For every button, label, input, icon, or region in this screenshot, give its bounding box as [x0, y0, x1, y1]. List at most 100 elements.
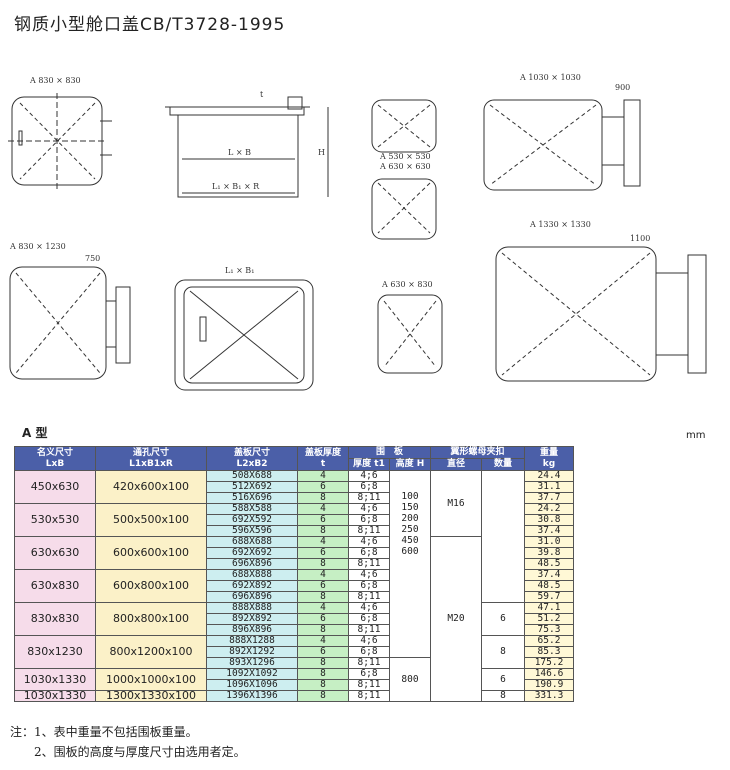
cell-co-thick: 8;11 — [348, 624, 390, 636]
th-nut-dia: 直径 — [430, 458, 482, 471]
cell-cover: 896X896 — [206, 624, 298, 636]
cell-hole: 420x600x100 — [95, 470, 207, 504]
cell-thick: 4 — [297, 602, 349, 614]
cell-qty: 8 — [481, 690, 525, 702]
cell-name: 1030x1330 — [14, 668, 96, 691]
cell-m20: M20 — [430, 536, 482, 702]
drawing-brace-plan: L₁ × B₁ — [174, 266, 314, 391]
th-nut: 翼形螺母夹扣 — [430, 446, 525, 459]
notes: 注：1、表中重量不包括围板重量。 2、围板的高度与厚度尺寸由选用者定。 — [10, 722, 246, 762]
label-d1100: 1100 — [630, 234, 650, 243]
cell-cover: 1096X1096 — [206, 679, 298, 691]
cell-name: 450x630 — [14, 470, 96, 504]
cell-weight: 39.8 — [524, 547, 574, 559]
cell-cover: 1396X1396 — [206, 690, 298, 702]
label-a8301230: A 830 × 1230 — [9, 242, 66, 251]
cell-weight: 59.7 — [524, 591, 574, 603]
cell-weight: 37.7 — [524, 492, 574, 504]
cell-weight: 331.3 — [524, 690, 574, 702]
cell-name: 630x830 — [14, 569, 96, 603]
cell-weight: 24.4 — [524, 470, 574, 482]
cell-weight: 48.5 — [524, 580, 574, 592]
note-1: 注：1、表中重量不包括围板重量。 — [10, 725, 198, 739]
cell-hole: 800x800x100 — [95, 602, 207, 636]
cell-cover: 888X888 — [206, 602, 298, 614]
label-d750: 750 — [85, 254, 100, 263]
cell-weight: 24.2 — [524, 503, 574, 515]
label-d900: 900 — [615, 83, 630, 92]
cell-thick: 4 — [297, 569, 349, 581]
cell-co-thick: 8;11 — [348, 690, 390, 702]
cell-thick: 8 — [297, 492, 349, 504]
cell-cover: 888X1288 — [206, 635, 298, 647]
cell-name: 630x630 — [14, 536, 96, 570]
th-co-height: 高度 H — [389, 458, 431, 471]
cell-weight: 31.0 — [524, 536, 574, 548]
cell-weight: 85.3 — [524, 646, 574, 658]
cell-cover: 508X688 — [206, 470, 298, 482]
cell-co-thick: 4;6 — [348, 536, 390, 548]
cell-height-800: 800 — [389, 657, 431, 702]
cell-co-thick: 4;6 — [348, 569, 390, 581]
cell-name: 830x1230 — [14, 635, 96, 669]
cell-co-thick: 8;11 — [348, 657, 390, 669]
cell-thick: 6 — [297, 514, 349, 526]
cell-co-thick: 8;11 — [348, 679, 390, 691]
height-value: 450 — [401, 535, 419, 546]
cell-co-thick: 6;8 — [348, 613, 390, 625]
cell-weight: 37.4 — [524, 569, 574, 581]
cell-thick: 8 — [297, 668, 349, 680]
cell-cover: 692X892 — [206, 580, 298, 592]
cell-weight: 190.9 — [524, 679, 574, 691]
cell-co-thick: 4;6 — [348, 503, 390, 515]
cell-co-thick: 8;11 — [348, 525, 390, 537]
cell-weight: 31.1 — [524, 481, 574, 493]
cell-cover: 893X1296 — [206, 657, 298, 669]
drawing-a1330: A 1330 × 1330 1100 — [495, 220, 707, 382]
drawing-a630x830: A 630 × 830 — [377, 280, 443, 374]
cell-thick: 8 — [297, 679, 349, 691]
cell-thick: 8 — [297, 624, 349, 636]
section-label: A 型 — [22, 426, 48, 440]
cell-thick: 8 — [297, 525, 349, 537]
cell-thick: 4 — [297, 536, 349, 548]
cell-hole: 1300x1330x100 — [95, 690, 207, 702]
drawing-a830x1230: A 830 × 1230 750 — [9, 242, 131, 380]
cell-co-thick: 8;11 — [348, 558, 390, 570]
cell-weight: 48.5 — [524, 558, 574, 570]
cell-qty: 6 — [481, 668, 525, 691]
label-a830: A 830 × 830 — [29, 76, 81, 85]
cell-cover: 696X896 — [206, 558, 298, 570]
cell-weight: 30.8 — [524, 514, 574, 526]
cell-cover: 688X688 — [206, 536, 298, 548]
note-2: 2、围板的高度与厚度尺寸由选用者定。 — [10, 745, 246, 759]
cell-thick: 4 — [297, 470, 349, 482]
cell-co-thick: 6;8 — [348, 668, 390, 680]
cell-cover: 692X692 — [206, 547, 298, 559]
cell-weight: 75.3 — [524, 624, 574, 636]
label-l1b1: L₁ × B₁ — [225, 266, 254, 275]
cell-thick: 8 — [297, 591, 349, 603]
cell-co-thick: 4;6 — [348, 635, 390, 647]
drawing-a1030: A 1030 × 1030 900 — [483, 73, 641, 191]
cell-co-thick: 6;8 — [348, 547, 390, 559]
cell-thick: 6 — [297, 580, 349, 592]
label-a1330: A 1330 × 1330 — [529, 220, 591, 229]
height-value: 600 — [401, 546, 419, 557]
cell-cover: 516X696 — [206, 492, 298, 504]
